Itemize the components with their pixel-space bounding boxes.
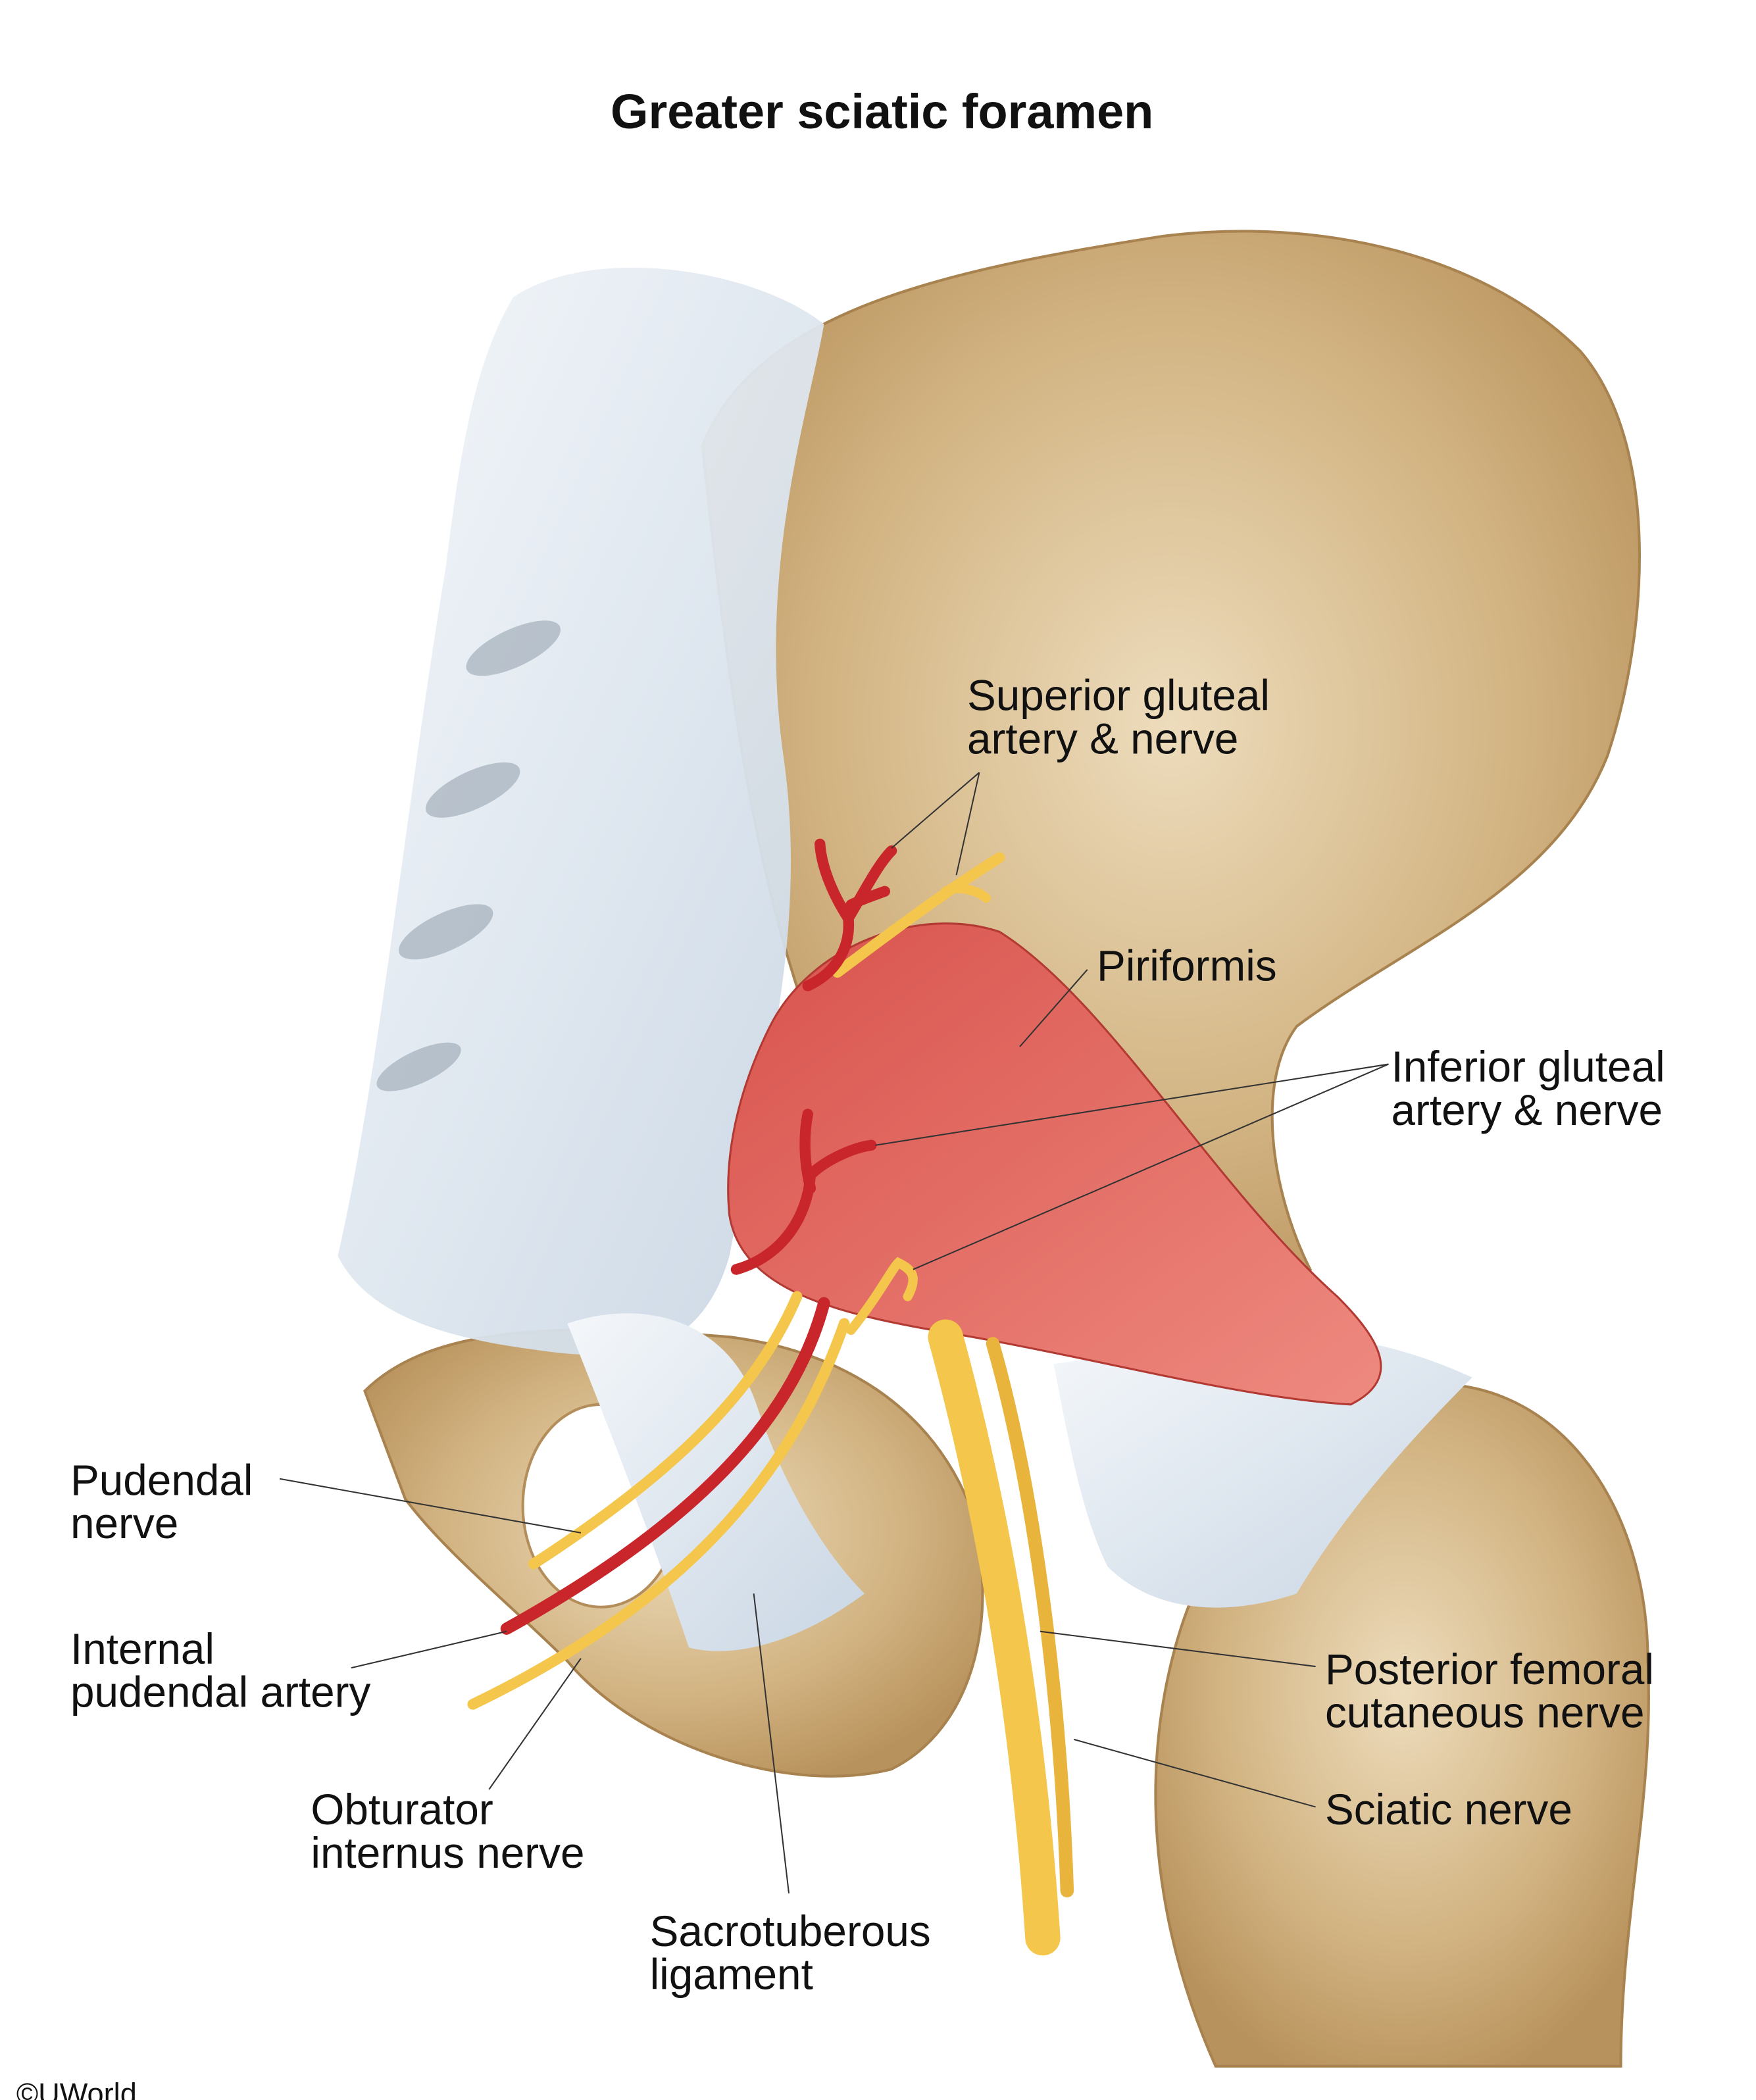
piriformis-tendon-ligament: [1053, 1334, 1472, 1608]
superior-gluteal-nerve: [832, 852, 1005, 978]
nerves: [467, 852, 1074, 1956]
piriformis-muscle: [727, 922, 1382, 1406]
copyright: ©UWorld: [16, 2077, 137, 2100]
inferior-gluteal-artery: [730, 1109, 877, 1275]
label-piriformis: Piriformis: [1097, 941, 1277, 989]
sacrospinous-sacroiliac-ligaments: [338, 267, 824, 1355]
inferior-gluteal-nerve: [846, 1257, 918, 1336]
superior-gluteal-nerve-branch: [940, 884, 991, 903]
diagram-title: Greater sciatic foramen: [611, 84, 1153, 139]
posterior-femoral-cutaneous-nerve-shape: [986, 1337, 1074, 1898]
sciatic-nerve-shape: [928, 1319, 1061, 1956]
obturator-internus-nerve-shape: [467, 1318, 850, 1710]
sacral-foramina: [376, 620, 561, 1091]
pudendal-nerve-shape: [528, 1291, 803, 1570]
label-sciatic-nerve: Sciatic nerve: [1325, 1786, 1572, 1834]
superior-gluteal-artery: [802, 838, 897, 991]
leader-lines: [279, 772, 1389, 1894]
internal-pudendal-artery-shape: [500, 1297, 830, 1635]
arteries: [500, 838, 897, 1635]
